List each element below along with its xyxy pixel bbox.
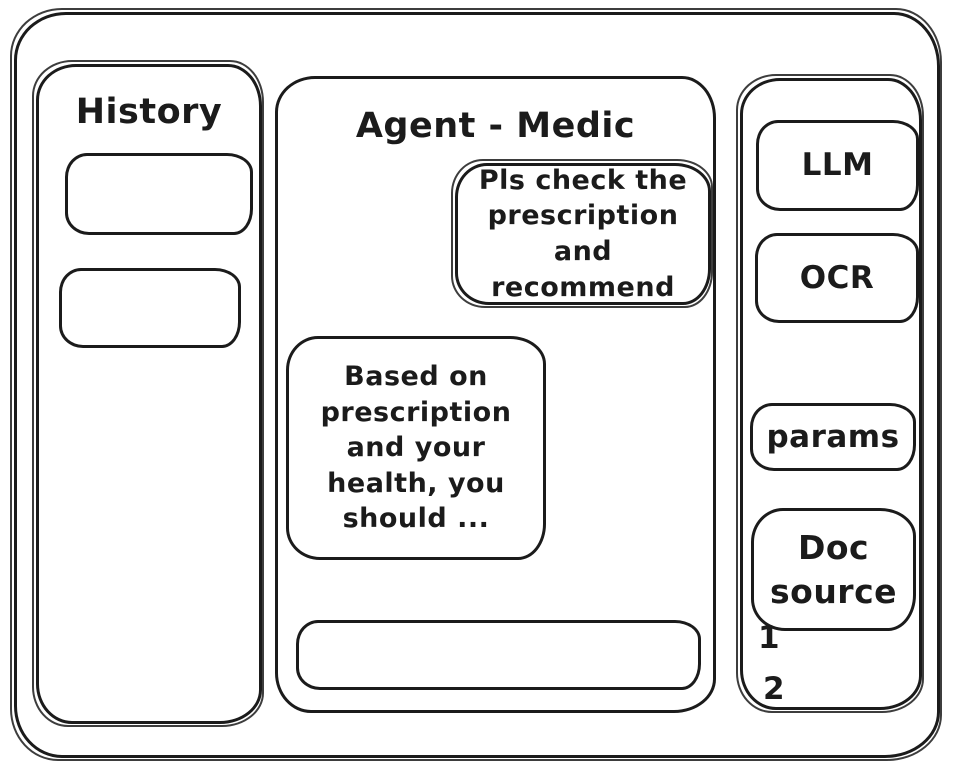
tool-llm-button[interactable]: LLM xyxy=(756,120,919,211)
chat-message-agent-text: Based on prescription and your health, y… xyxy=(320,360,512,535)
tool-params-label: params xyxy=(766,418,900,455)
tool-ocr-button[interactable]: OCR xyxy=(755,233,919,323)
tool-params-button[interactable]: params xyxy=(750,403,916,471)
tool-llm-label: LLM xyxy=(801,147,874,184)
chat-message-agent: Based on prescription and your health, y… xyxy=(286,336,546,560)
tools-panel: LLM OCR params Doc source 1 2 xyxy=(736,74,924,713)
tool-ocr-label: OCR xyxy=(799,259,875,296)
history-item-2[interactable] xyxy=(59,268,241,348)
tool-doc-source-button[interactable]: Doc source xyxy=(751,508,916,631)
chat-message-user: Pls check the prescription and recommend xyxy=(451,159,713,308)
tool-doc-source-label: Doc source xyxy=(770,527,898,611)
chat-message-user-text: Pls check the prescription and recommend xyxy=(478,164,688,303)
chat-panel: Agent - Medic Pls check the prescription… xyxy=(275,76,716,713)
annotation-1: 1 xyxy=(758,620,781,656)
chat-input[interactable] xyxy=(296,620,701,690)
history-title: History xyxy=(75,92,223,132)
history-item-1[interactable] xyxy=(65,153,253,235)
history-panel: History xyxy=(32,60,264,727)
chat-title: Agent - Medic xyxy=(355,106,636,146)
annotation-2: 2 xyxy=(763,671,786,707)
